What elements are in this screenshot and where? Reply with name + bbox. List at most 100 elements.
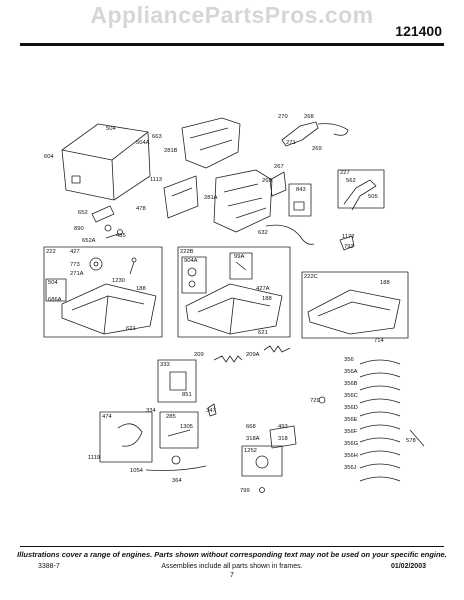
part-number-label: 1172 xyxy=(342,234,354,240)
wire-1054-part xyxy=(145,465,207,471)
part-number-label: 578 xyxy=(406,438,416,444)
part-number-label: 504 xyxy=(48,280,58,286)
cylinder-shield-part xyxy=(163,175,199,219)
frame-333 xyxy=(157,359,197,403)
governor-spring-part xyxy=(213,355,243,363)
part-number-label: 356F xyxy=(344,429,358,435)
part-number-label: 474 xyxy=(102,414,112,420)
part-number-label: 904A xyxy=(184,258,198,264)
part-number-label: 333 xyxy=(160,362,170,368)
part-number-label: 799 xyxy=(240,488,250,494)
frame-1252 xyxy=(241,445,283,477)
part-number-label: 334 xyxy=(146,408,156,414)
bracket-265-part xyxy=(269,171,287,197)
frame-904A xyxy=(181,256,207,294)
frame-227 xyxy=(337,169,385,209)
form-number: 3388-7 xyxy=(38,563,60,570)
part-number-label: 632 xyxy=(258,230,268,236)
spring-series-356 xyxy=(359,359,425,482)
part-number-label: 268 xyxy=(304,114,314,120)
part-number-label: 668 xyxy=(246,424,256,430)
part-number-label: 621 xyxy=(258,330,268,336)
part-number-label: 271A xyxy=(70,271,84,277)
part-number-label: 269 xyxy=(312,146,322,152)
part-number-label: 209A xyxy=(246,352,260,358)
watermark: AppliancePartsPros.com xyxy=(90,2,374,28)
part-number-label: 188 xyxy=(262,296,272,302)
part-number-label: 1119 xyxy=(88,455,100,461)
part-number-label: 427A xyxy=(256,286,270,292)
part-number-label: 773 xyxy=(70,262,80,268)
part-number-label: 271 xyxy=(286,140,296,146)
part-number-label: 356E xyxy=(344,417,358,423)
governor-spring-part xyxy=(263,345,291,353)
part-number-label: 851 xyxy=(182,392,192,398)
part-number-label: 504A xyxy=(136,140,150,146)
part-number-label: 562 xyxy=(346,178,356,184)
part-number-label: 222C xyxy=(304,274,318,280)
part-number-label: 1305 xyxy=(180,424,193,430)
part-number-label: 209 xyxy=(194,352,204,358)
part-number-label: 652A xyxy=(82,238,96,244)
part-number-label: 265 xyxy=(262,178,272,184)
part-number-label: 843 xyxy=(296,187,306,193)
part-number-label: 792 xyxy=(344,244,354,250)
part-number-label: 281A xyxy=(204,195,218,201)
disclaimer-text: Illustrations cover a range of engines. … xyxy=(17,550,447,559)
air-guide-part xyxy=(213,169,273,233)
ground-wire-part xyxy=(265,224,315,245)
diagram-number: 121400 xyxy=(395,23,442,39)
part-number-label: 493 xyxy=(278,424,288,430)
throttle-cable-part xyxy=(317,123,349,136)
part-number-label: 318A xyxy=(246,436,260,442)
control-bracket-222C-part xyxy=(307,289,401,335)
part-number-label: 1252 xyxy=(244,448,257,454)
part-number-label: 356A xyxy=(344,369,358,375)
part-number-label: 188 xyxy=(136,286,146,292)
part-number-label: 356G xyxy=(344,441,359,447)
part-number-label: 347 xyxy=(206,408,216,414)
part-number-label: 686A xyxy=(48,297,62,303)
part-number-label: 1230 xyxy=(112,278,125,284)
air-baffle-part xyxy=(181,117,241,169)
part-number-label: 714 xyxy=(374,338,384,344)
frame-222C xyxy=(301,271,409,339)
part-number-label: 890 xyxy=(74,226,84,232)
part-number-label: 356H xyxy=(344,453,358,459)
assemblies-note: Assemblies include all parts shown in fr… xyxy=(161,563,303,570)
part-number-label: 356C xyxy=(344,393,358,399)
part-number-label: 267 xyxy=(274,164,284,170)
part-number-label: 621 xyxy=(126,326,136,332)
frame-504 xyxy=(45,278,67,302)
footer-rule xyxy=(20,546,444,547)
part-number-label: 485 xyxy=(116,233,126,239)
part-number-label: 504 xyxy=(106,126,116,132)
frame-474 xyxy=(99,411,153,463)
part-number-label: 364 xyxy=(172,478,182,484)
part-number-label: 222 xyxy=(46,249,56,255)
part-number-label: 356D xyxy=(344,405,358,411)
part-number-label: 478 xyxy=(136,206,146,212)
part-number-label: 222B xyxy=(180,249,194,255)
part-number-label: 1113 xyxy=(150,177,162,183)
part-number-label: 663 xyxy=(152,134,162,140)
throttle-lever-part xyxy=(281,121,319,147)
part-number-label: 505 xyxy=(368,194,378,200)
part-number-label: 427 xyxy=(70,249,80,255)
control-bracket-222-part xyxy=(61,283,157,335)
part-number-label: 356 xyxy=(344,357,354,363)
blower-housing-part xyxy=(61,123,151,201)
part-number-label: 285 xyxy=(166,414,176,420)
part-number-label: 188 xyxy=(380,280,390,286)
frame-285 xyxy=(159,411,199,449)
header-rule xyxy=(20,43,444,46)
page-number: 7 xyxy=(230,572,234,579)
control-bracket-222B-part xyxy=(185,283,283,335)
part-number-label: 318 xyxy=(278,436,288,442)
part-number-label: 281B xyxy=(164,148,178,154)
part-number-label: 356B xyxy=(344,381,358,387)
part-number-label: 270 xyxy=(278,114,288,120)
part-number-label: 356J xyxy=(344,465,357,471)
part-number-label: 99A xyxy=(234,254,244,260)
